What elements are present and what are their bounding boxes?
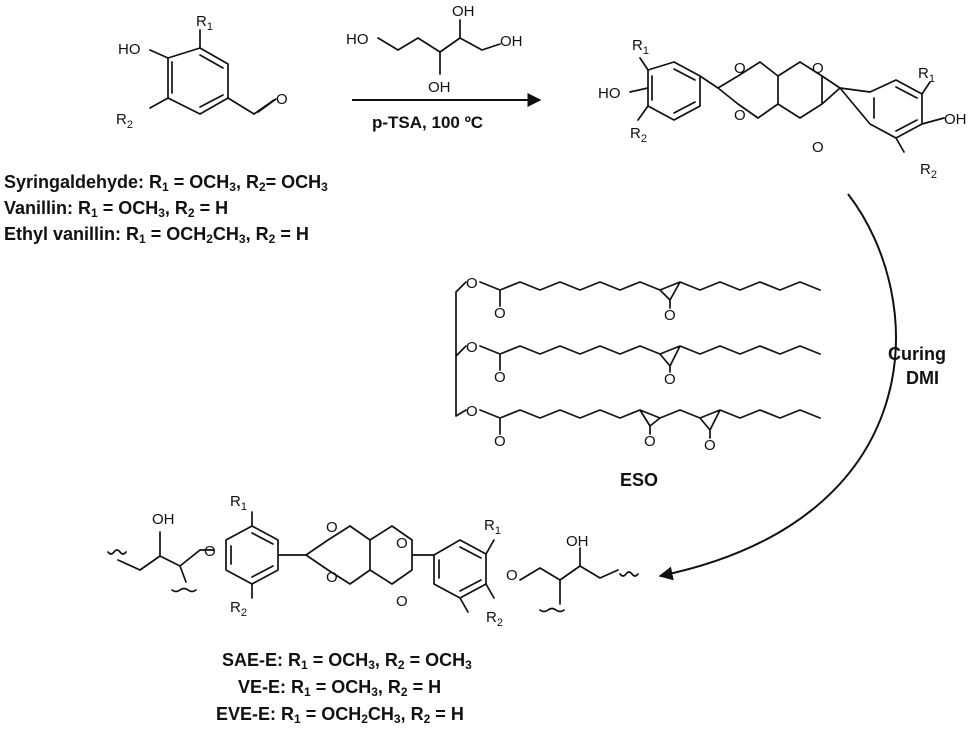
curing-label-2: DMI xyxy=(906,368,939,388)
eso-structure: O O O O O O O O O O ESO xyxy=(455,275,821,490)
aldehyde-ring-inner xyxy=(171,54,224,108)
eso-o2: O xyxy=(494,305,506,322)
reagent-structure: HO OH OH OH xyxy=(346,3,523,96)
legend-sae-e: SAE-E: R1 = OCH3, R2 = OCH3 xyxy=(222,650,472,672)
aldehyde-substituent-bonds xyxy=(149,29,277,115)
eso-o1: O xyxy=(466,275,478,292)
eso-o3: O xyxy=(664,307,676,324)
eso-o7: O xyxy=(466,403,478,420)
network-o-3: O xyxy=(396,535,408,552)
legend-syringaldehyde: Syringaldehyde: R1 = OCH3, R2= OCH3 xyxy=(4,172,328,194)
network-structure: OH O R1 R2 O O O O R1 R2 O OH xyxy=(107,493,639,629)
curing-label-1: Curing xyxy=(888,344,946,364)
eso-o4: O xyxy=(466,339,478,356)
reagent-oh-bottom-label: OH xyxy=(428,79,451,96)
network-wavy-ends xyxy=(107,549,639,613)
eso-o10: O xyxy=(704,437,716,454)
network-right-linker xyxy=(519,547,619,605)
spiro-r1-right: R1 xyxy=(918,65,935,85)
eso-o9: O xyxy=(644,433,656,450)
eso-chain-3 xyxy=(479,409,821,439)
network-r2-left: R2 xyxy=(230,599,247,619)
network-r2-right: R2 xyxy=(486,609,503,629)
network-r1-left: R1 xyxy=(230,493,247,513)
aldehyde-o-label: O xyxy=(276,91,288,108)
spiro-o1: O xyxy=(734,60,746,77)
spiro-oh-label: OH xyxy=(944,111,967,128)
curing-arrow xyxy=(658,193,897,581)
aldehyde-structure: R1 HO R2 O xyxy=(116,13,288,131)
aldehyde-r2-label: R2 xyxy=(116,111,133,131)
eso-o8: O xyxy=(494,433,506,450)
reagent-ho-label: HO xyxy=(346,31,369,48)
spiro-ho-label: HO xyxy=(598,85,621,102)
eso-label: ESO xyxy=(620,470,658,490)
spiro-r1-left: R1 xyxy=(632,37,649,57)
spiro-o2: O xyxy=(734,107,746,124)
aldehyde-ring xyxy=(167,47,229,115)
network-o-4: O xyxy=(396,593,408,610)
eso-o5: O xyxy=(494,369,506,386)
eso-chain-2 xyxy=(479,345,821,373)
network-o-left: O xyxy=(204,543,216,560)
legend-vanillin: Vanillin: R1 = OCH3, R2 = H xyxy=(4,198,229,220)
network-oh-right: OH xyxy=(566,533,589,550)
reagent-oh-right-label: OH xyxy=(500,33,523,50)
reagent-oh-top-label: OH xyxy=(452,3,475,20)
spiro-diol-structure: O O O O R1 HO R2 R1 OH R2 xyxy=(598,37,967,181)
eso-glycerol-backbone xyxy=(455,281,467,417)
aldehyde-r1-label: R1 xyxy=(196,13,213,33)
catalyst-condition: p-TSA, 100 ºC xyxy=(372,113,483,132)
network-o-right: O xyxy=(506,567,518,584)
network-o-1: O xyxy=(326,519,338,536)
legend-ethyl-vanillin: Ethyl vanillin: R1 = OCH2CH3, R2 = H xyxy=(4,224,309,246)
eso-chain-1 xyxy=(479,281,821,309)
network-o-2: O xyxy=(326,569,338,586)
spiro-r2-right: R2 xyxy=(920,161,937,181)
network-spiro-core xyxy=(305,525,435,585)
network-left-ring xyxy=(225,511,307,599)
network-right-ring xyxy=(433,539,495,613)
spiro-o3: O xyxy=(812,60,824,77)
network-oh-left: OH xyxy=(152,511,175,528)
spiro-r2-left: R2 xyxy=(630,125,647,145)
legend-eve-e: EVE-E: R1 = OCH2CH3, R2 = H xyxy=(216,704,464,726)
network-r1-right: R1 xyxy=(484,517,501,537)
aldehyde-ho-label: HO xyxy=(118,41,141,58)
legend-ve-e: VE-E: R1 = OCH3, R2 = H xyxy=(238,677,442,699)
eso-o6: O xyxy=(664,371,676,388)
network-left-linker xyxy=(117,531,215,583)
spiro-o4: O xyxy=(812,139,824,156)
